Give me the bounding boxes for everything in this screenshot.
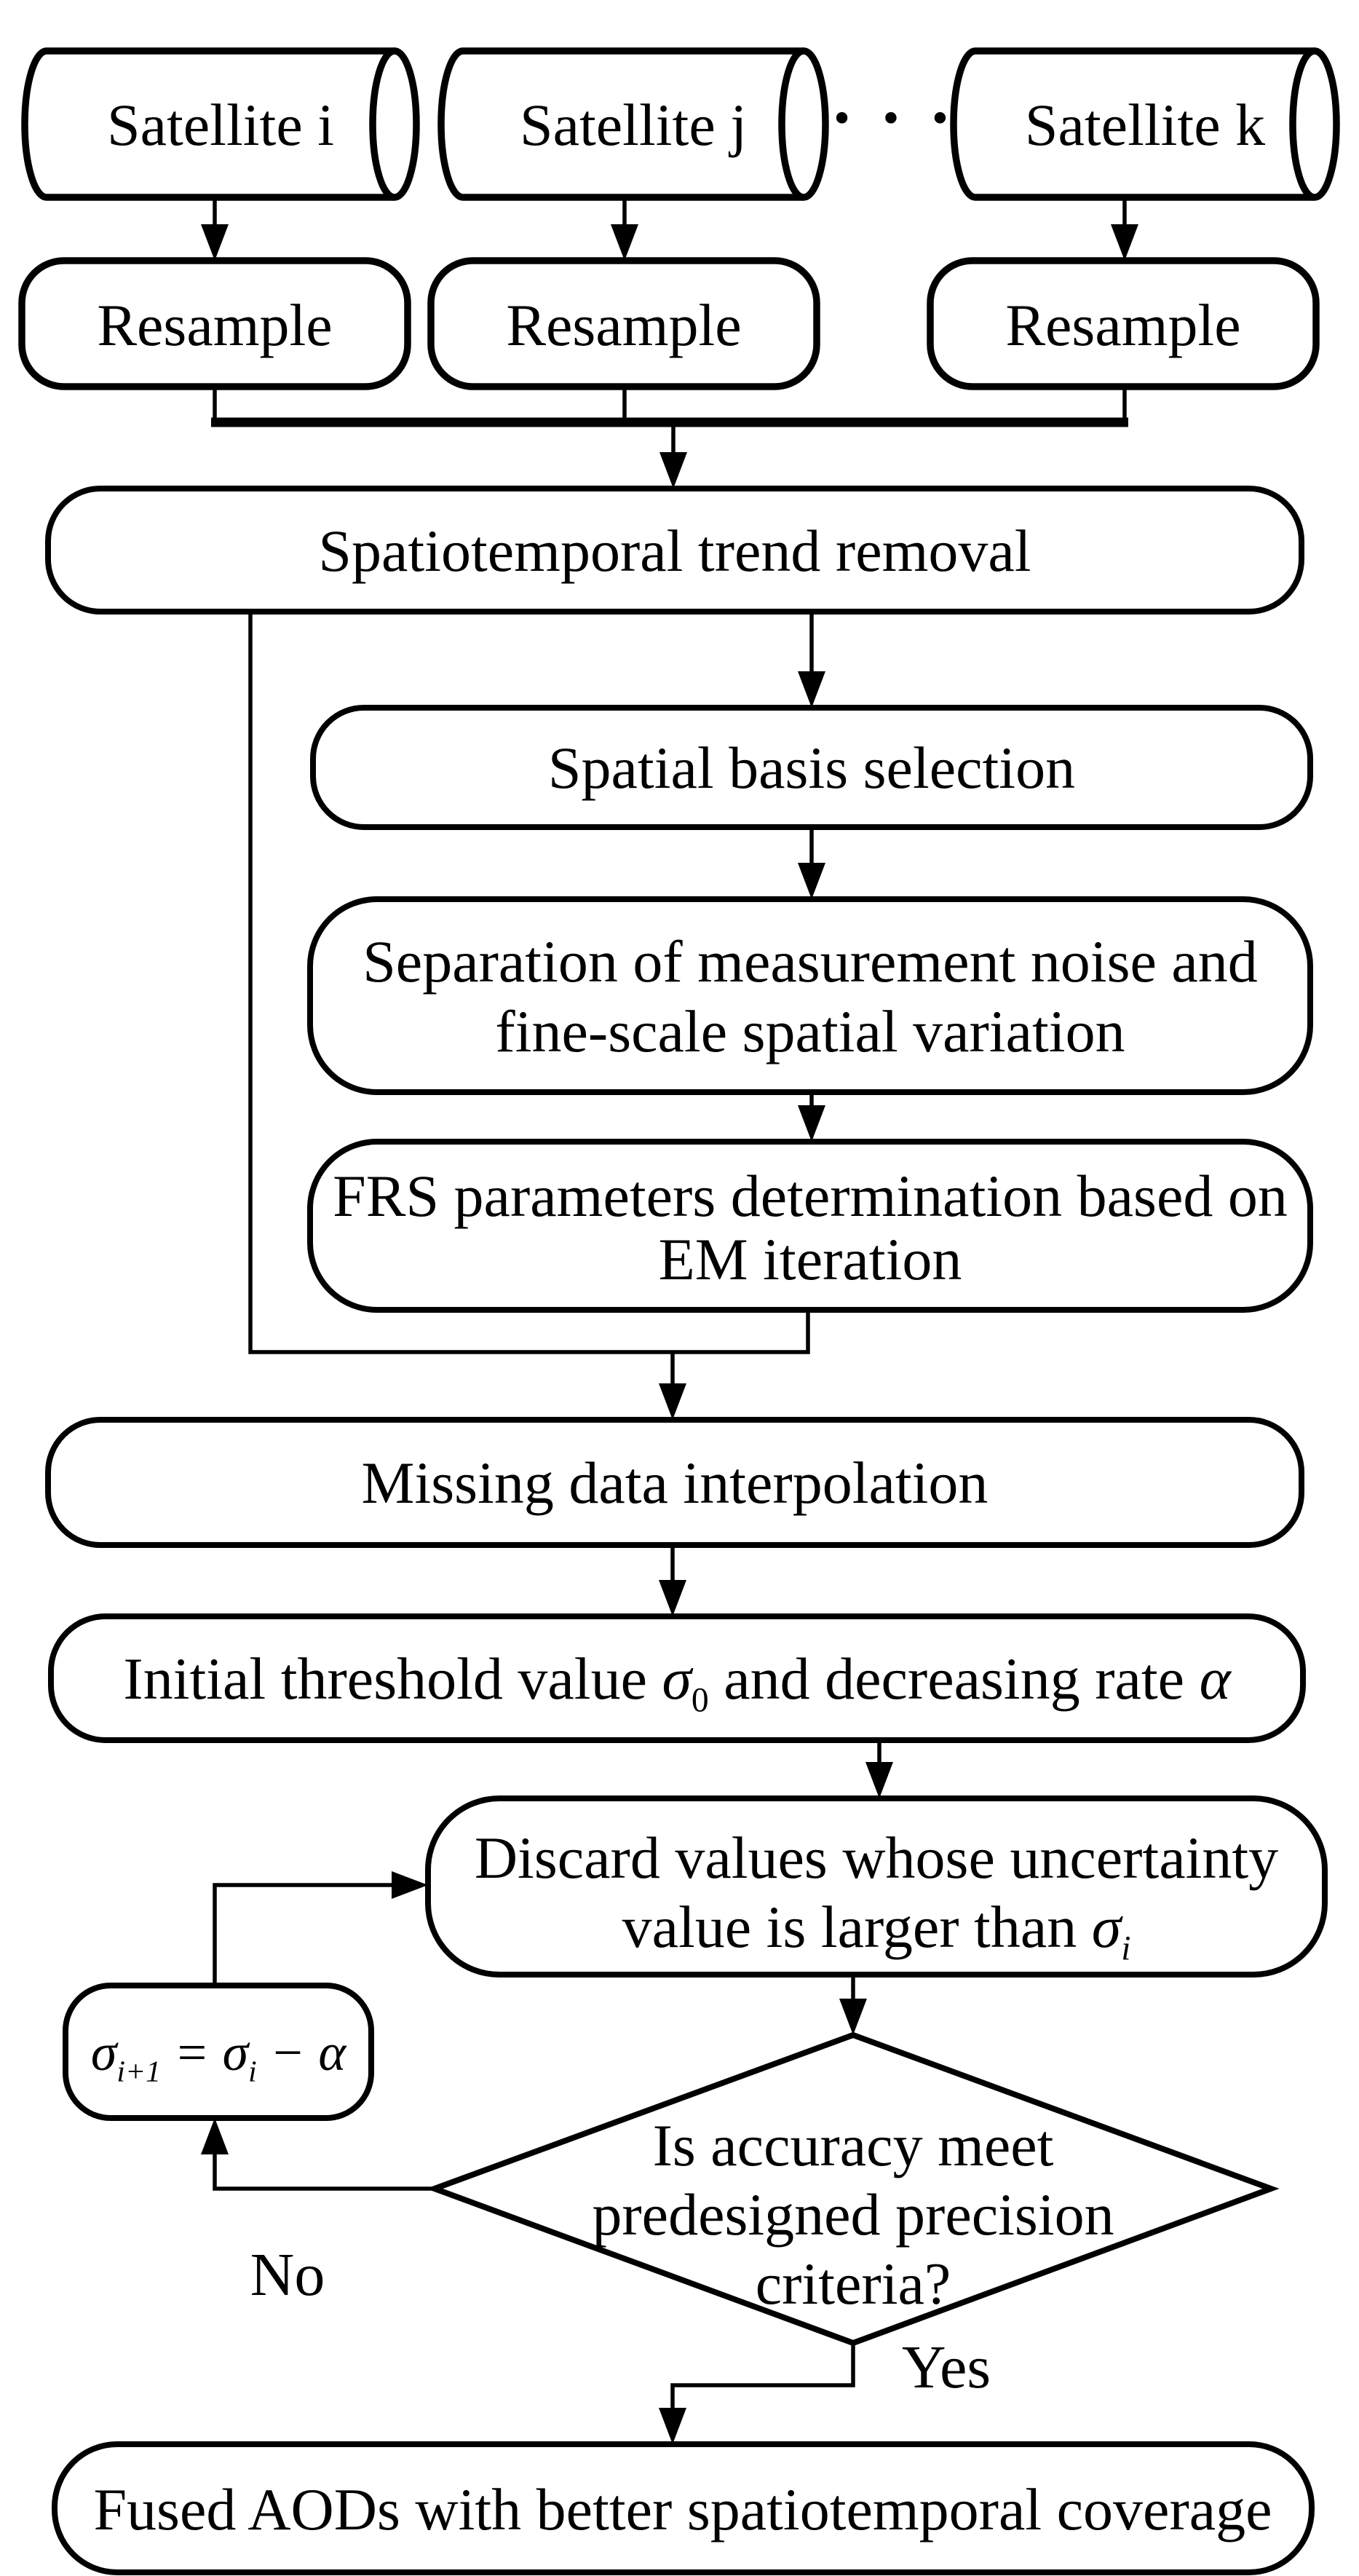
satellite-k-cylinder-rim bbox=[1289, 47, 1315, 201]
fused-output-label: Fused AODs with better spatiotemporal co… bbox=[93, 2476, 1272, 2543]
arrowhead-into-missing bbox=[659, 1383, 686, 1420]
arrowhead-into-initial bbox=[659, 1580, 686, 1616]
missing-interp-label: Missing data interpolation bbox=[361, 1450, 988, 1516]
arrowhead-into-discard-left bbox=[392, 1871, 428, 1899]
frs-label-line1: FRS parameters determination based on bbox=[333, 1163, 1288, 1229]
frs-box bbox=[307, 1139, 1313, 1313]
resample-k-box bbox=[927, 257, 1320, 390]
feedback-decision-no-sigma bbox=[213, 2152, 435, 2191]
sigma-update-box bbox=[63, 1983, 374, 2121]
spatial-basis-label: Spatial basis selection bbox=[547, 735, 1076, 801]
discard-label-line1: Discard values whose uncertainty bbox=[474, 1825, 1279, 1891]
separation-label-line2: fine-scale spatial variation bbox=[495, 998, 1125, 1064]
ellipsis-label: · · · bbox=[830, 79, 956, 157]
formula-lhs-subscript: i+1 bbox=[116, 2055, 162, 2089]
yes-branch-label: Yes bbox=[901, 2334, 991, 2401]
arrowhead-into-sigma-bottom bbox=[201, 2118, 229, 2154]
trend-removal-label: Spatiotemporal trend removal bbox=[318, 518, 1031, 584]
decision-label-line3: criteria? bbox=[755, 2251, 951, 2317]
initial-threshold-box bbox=[48, 1613, 1306, 1743]
arrowhead-into-trend bbox=[659, 452, 687, 489]
missing-interp-box bbox=[45, 1417, 1304, 1548]
discard-box bbox=[425, 1795, 1328, 1978]
separation-box bbox=[307, 896, 1313, 1095]
no-branch-label: No bbox=[250, 2241, 325, 2309]
satellite-i-cylinder-rim bbox=[369, 47, 395, 201]
initial-threshold-mid: and decreasing rate bbox=[724, 1645, 1185, 1712]
arrowhead-into-decision bbox=[839, 1999, 867, 2035]
initial-threshold-label: Initial threshold value σ0 and decreasin… bbox=[123, 1649, 1230, 1718]
resample-j-label: Resample bbox=[506, 292, 742, 358]
resample-j-box bbox=[427, 257, 820, 390]
formula-alpha: α bbox=[318, 2023, 346, 2082]
frs-label-line2: EM iteration bbox=[658, 1226, 962, 1292]
initial-threshold-pre: Initial threshold value bbox=[123, 1645, 647, 1712]
formula-lhs-sigma: σ bbox=[90, 2023, 117, 2082]
sigma-i-symbol: σ bbox=[1091, 1894, 1122, 1960]
arrowhead-into-spatial bbox=[798, 671, 825, 708]
formula-equals: = bbox=[174, 2023, 210, 2082]
separation-label-line1: Separation of measurement noise and bbox=[362, 928, 1258, 995]
decision-diamond bbox=[426, 2031, 1280, 2347]
arrowhead-into-resample-i bbox=[201, 224, 229, 261]
sigma0-symbol: σ bbox=[662, 1645, 692, 1712]
arrowhead-into-resample-k bbox=[1111, 224, 1138, 261]
satellite-j-cylinder-rim bbox=[778, 47, 804, 201]
sigma0-subscript: 0 bbox=[691, 1681, 709, 1720]
discard-label-line2: value is larger than σi bbox=[622, 1894, 1131, 1967]
alpha-symbol: α bbox=[1199, 1645, 1231, 1712]
decision-label-line2: predesigned precision bbox=[592, 2181, 1114, 2248]
arrowhead-into-fused bbox=[659, 2408, 686, 2444]
arrowhead-into-frs bbox=[798, 1105, 825, 1142]
satellite-i-label: Satellite i bbox=[107, 92, 334, 158]
arrowhead-into-resample-j bbox=[611, 224, 638, 261]
sigma-update-formula: σi+1 = σi − α bbox=[90, 2023, 346, 2087]
formula-rhs-sigma: σ bbox=[222, 2023, 249, 2082]
resample-k-label: Resample bbox=[1005, 292, 1241, 358]
trend-removal-box bbox=[45, 486, 1304, 615]
fused-output-box bbox=[52, 2441, 1315, 2575]
formula-minus: − bbox=[269, 2023, 306, 2082]
connector-decision-yes-fused bbox=[670, 2343, 855, 2411]
satellite-k-label: Satellite k bbox=[1024, 92, 1266, 158]
arrowhead-into-discard-top bbox=[865, 1762, 893, 1798]
arrowhead-into-separation bbox=[798, 863, 825, 899]
resample-i-label: Resample bbox=[97, 292, 333, 358]
decision-label-line1: Is accuracy meet bbox=[652, 2112, 1054, 2178]
discard-line2-pre: value is larger than bbox=[622, 1894, 1077, 1960]
satellite-j-label: Satellite j bbox=[520, 92, 747, 158]
bypass-trend-to-merge bbox=[248, 612, 810, 1354]
sigma-i-subscript: i bbox=[1121, 1929, 1131, 1968]
formula-rhs-subscript: i bbox=[248, 2055, 257, 2089]
feedback-sigma-discard bbox=[213, 1883, 395, 1986]
